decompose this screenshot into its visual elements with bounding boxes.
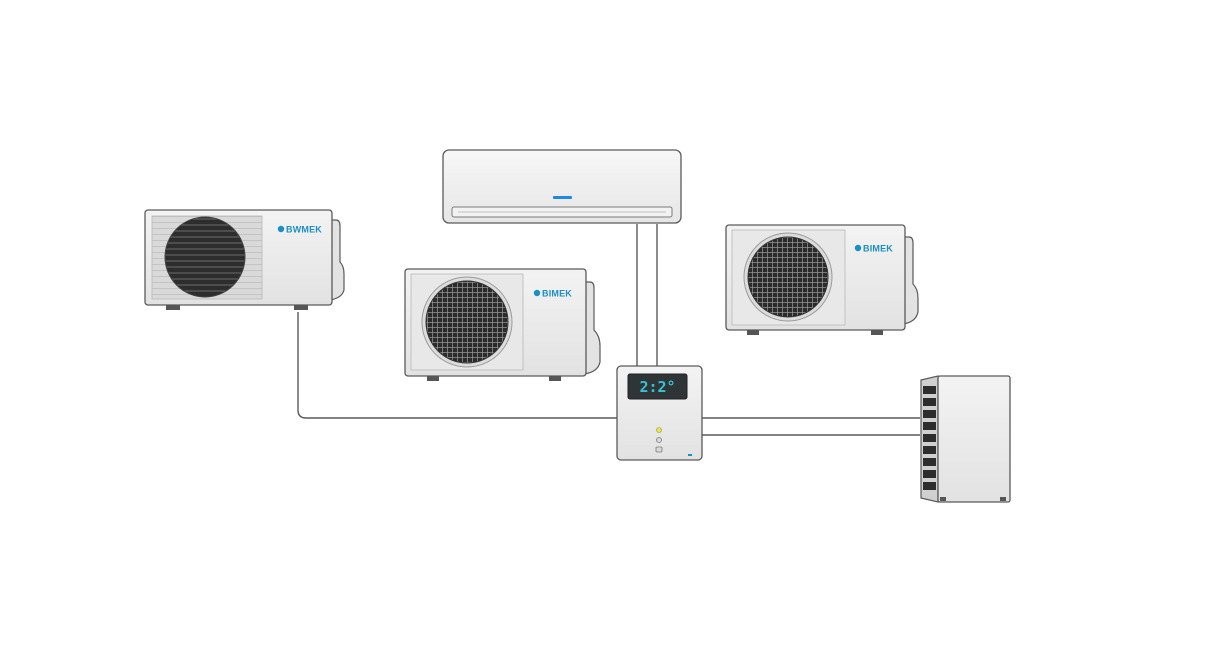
thermostat-display bbox=[627, 373, 688, 400]
foot-left bbox=[166, 305, 180, 310]
button-icon bbox=[655, 446, 663, 453]
foot-left bbox=[747, 330, 759, 335]
thermostat-controller: 2:2° bbox=[616, 365, 703, 461]
indicator-mark-icon bbox=[688, 454, 692, 456]
fan-grille-mesh bbox=[425, 280, 509, 364]
foot-right bbox=[294, 305, 308, 310]
foot-right bbox=[871, 330, 883, 335]
brand-label-right: BIMEK bbox=[863, 244, 893, 254]
side-cap bbox=[583, 281, 601, 375]
brand-logo-icon bbox=[854, 244, 862, 252]
wiring bbox=[297, 224, 920, 436]
fan-grille-icon bbox=[164, 216, 246, 298]
cabinet-foot bbox=[940, 497, 946, 501]
wire-left-unit bbox=[297, 312, 617, 419]
cabinet-foot bbox=[1000, 497, 1006, 501]
brand-label-middle: BIMEK bbox=[542, 289, 572, 299]
brand-logo-icon bbox=[277, 225, 285, 233]
outdoor-unit-right: BIMEK bbox=[725, 224, 919, 335]
cabinet-unit bbox=[920, 375, 1011, 503]
thermostat-display-value: 2:2° bbox=[639, 378, 675, 396]
brand-label-left: BWMEK bbox=[286, 225, 322, 235]
cabinet-front bbox=[937, 375, 1011, 503]
button-icon bbox=[656, 437, 662, 443]
foot-right bbox=[549, 376, 561, 381]
indoor-indicator-icon bbox=[553, 196, 572, 199]
indoor-wall-unit bbox=[442, 149, 682, 224]
side-cap bbox=[329, 219, 345, 301]
outdoor-unit-left: BWMEK bbox=[144, 209, 345, 310]
status-led-icon bbox=[656, 427, 662, 433]
cabinet-louvers bbox=[923, 386, 936, 490]
outdoor-unit-middle: BIMEK bbox=[404, 268, 601, 381]
side-cap bbox=[902, 236, 919, 325]
indoor-body bbox=[442, 149, 682, 224]
foot-left bbox=[427, 376, 439, 381]
fan-grille-mesh bbox=[747, 236, 829, 318]
brand-logo-icon bbox=[533, 289, 541, 297]
